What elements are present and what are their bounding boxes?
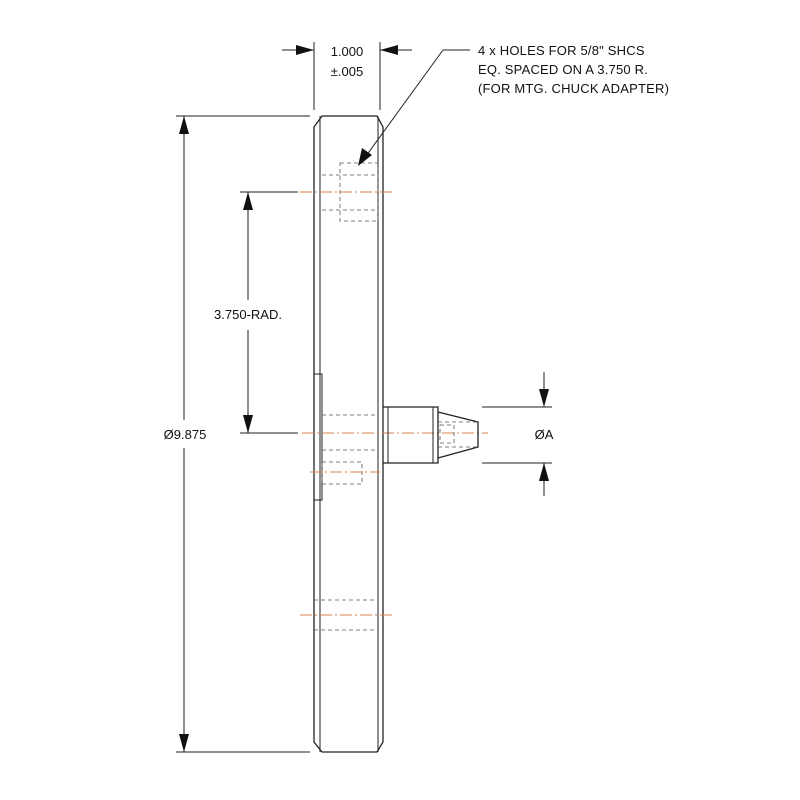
diameter-label: Ø9.875 [164, 427, 207, 442]
width-value: 1.000 [331, 44, 364, 59]
chuck-adapter [383, 406, 479, 464]
diameter-dimension: Ø9.875 [164, 115, 310, 753]
width-dimension: 1.000 ±.005 [282, 42, 412, 110]
mounting-hole-bottom [300, 599, 392, 631]
diameter-arrow-top [179, 116, 189, 134]
width-tolerance: ±.005 [331, 64, 363, 79]
hole-note: 4 x HOLES FOR 5/8" SHCS EQ. SPACED ON A … [358, 43, 669, 166]
note-arrow [358, 148, 372, 166]
bore-dimension: ØA [482, 372, 554, 496]
note-line-3: (FOR MTG. CHUCK ADAPTER) [478, 81, 669, 96]
note-line-2: EQ. SPACED ON A 3.750 R. [478, 62, 648, 77]
bore-arrow-top [539, 389, 549, 407]
center-bore [302, 414, 488, 485]
radius-arrow-top [243, 192, 253, 210]
bore-arrow-bottom [539, 463, 549, 481]
width-arrow-right [380, 45, 398, 55]
note-line-1: 4 x HOLES FOR 5/8" SHCS [478, 43, 645, 58]
bore-label: ØA [535, 427, 554, 442]
plate-body [313, 115, 384, 753]
mounting-hole-top [300, 162, 392, 222]
width-arrow-left [296, 45, 314, 55]
radius-label: 3.750-RAD. [214, 307, 282, 322]
radius-dimension: 3.750-RAD. [214, 191, 298, 434]
diameter-arrow-bottom [179, 734, 189, 752]
radius-arrow-bottom [243, 415, 253, 433]
